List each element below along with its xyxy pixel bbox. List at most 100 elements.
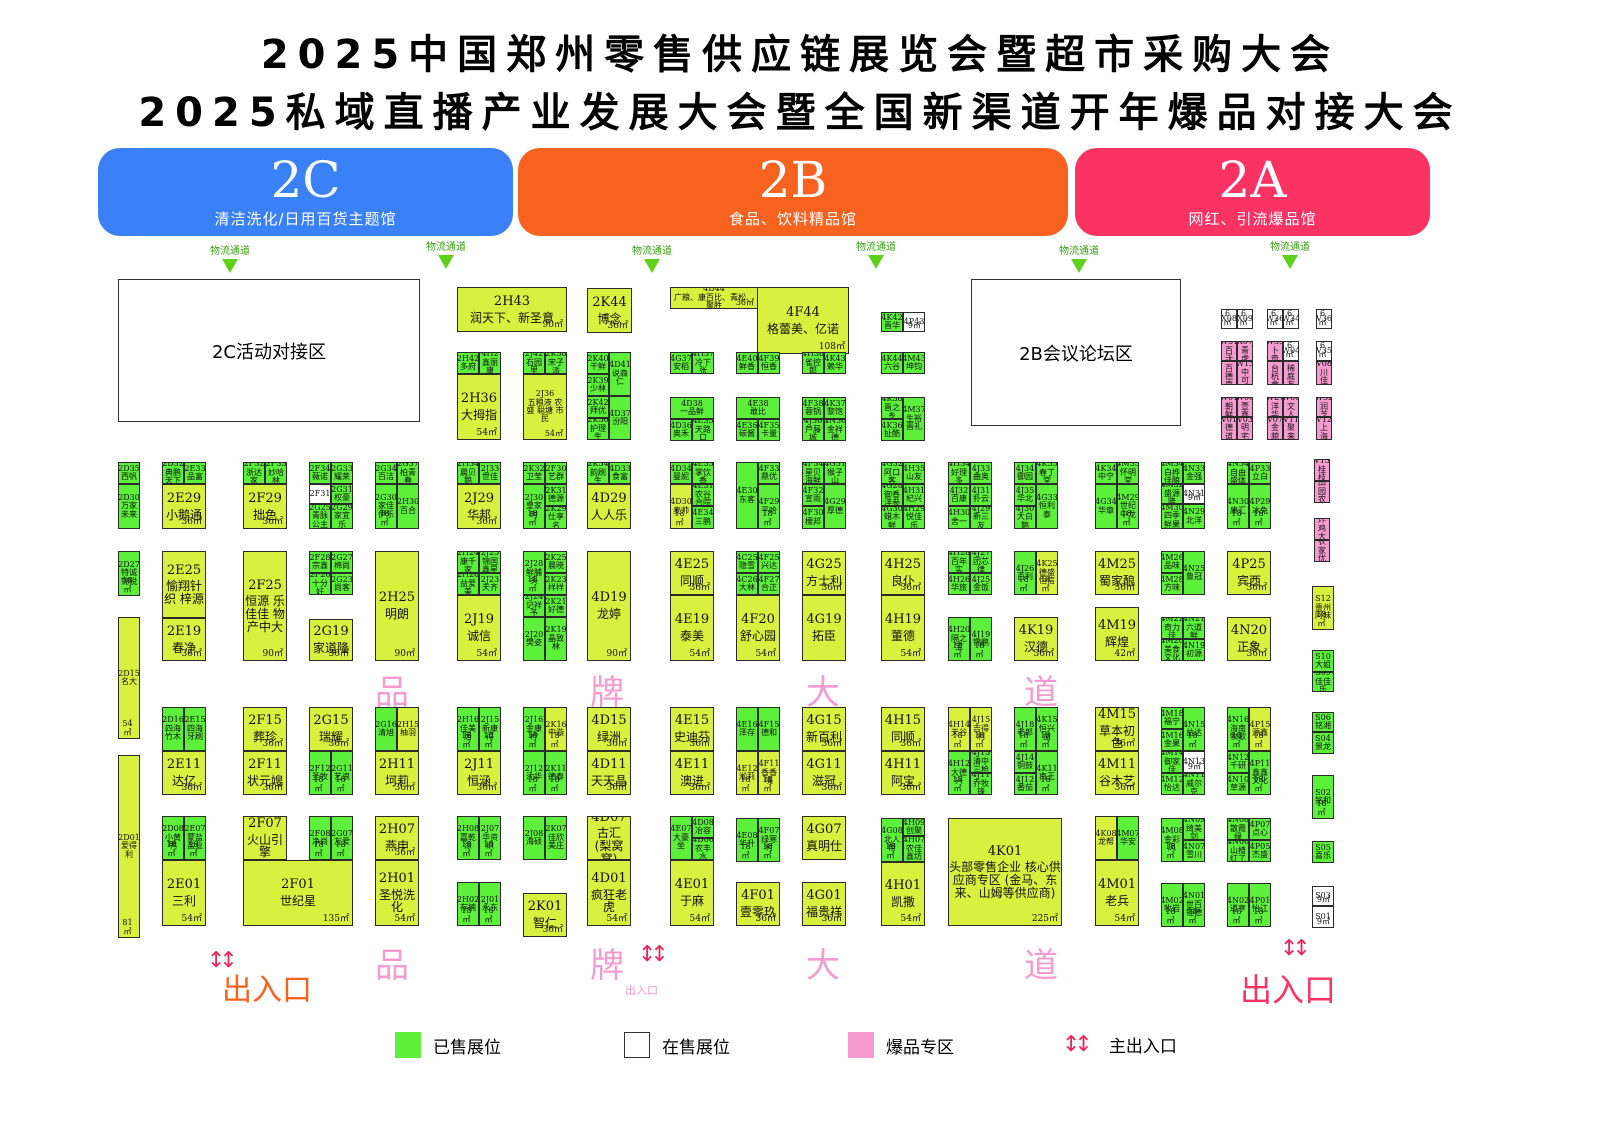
zone-area[interactable]: 2C活动对接区 (118, 279, 420, 422)
zone-area[interactable]: 2B会议论坛区 (971, 279, 1181, 426)
booth-v02[interactable]: V02台杭舍 (1267, 361, 1283, 385)
booth-s13[interactable]: S13农家优品 (1314, 540, 1330, 562)
booth-v14[interactable]: V14田园农家 (1314, 481, 1330, 503)
